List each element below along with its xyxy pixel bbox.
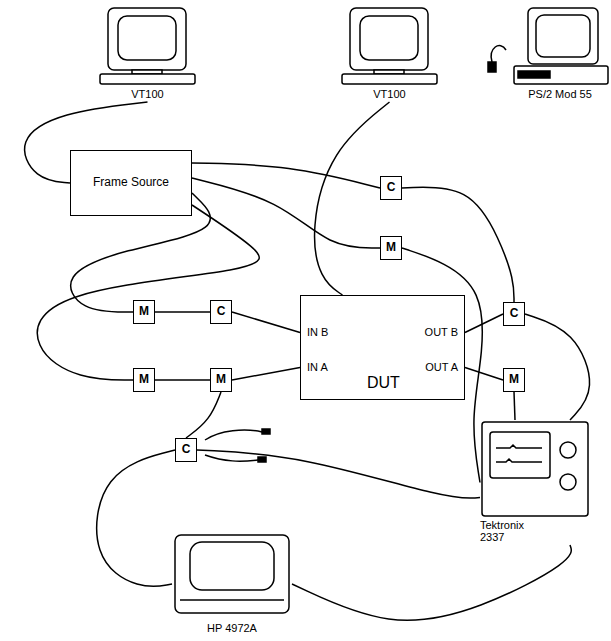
- cable: [186, 392, 221, 438]
- cable: [465, 314, 503, 333]
- cable-stub: [488, 46, 506, 72]
- tap-box: M: [210, 368, 232, 392]
- cable: [97, 450, 175, 586]
- cable: [37, 205, 259, 380]
- analyzer-drawing: [175, 535, 289, 613]
- node-text: M: [386, 241, 396, 255]
- node-text: M: [139, 373, 149, 387]
- node-text: IN A: [307, 361, 328, 374]
- tap-box: C: [380, 176, 402, 200]
- node-text: M: [139, 305, 149, 319]
- equipment-label-area: VT100: [100, 5, 195, 102]
- node-text: M: [216, 373, 226, 387]
- node-text: Frame Source: [93, 176, 169, 190]
- probe-lead: [205, 429, 270, 462]
- cable: [514, 392, 515, 420]
- equipment-label-area: VT100: [342, 5, 437, 102]
- node-text: C: [387, 181, 396, 195]
- node-text: C: [217, 305, 226, 319]
- node-text: M: [509, 373, 519, 387]
- tap-box: C: [175, 438, 197, 462]
- equipment-label: Tektronix 2337: [480, 519, 544, 544]
- node-text: C: [510, 307, 519, 321]
- cable: [465, 368, 503, 381]
- node-text: OUT B: [425, 326, 458, 339]
- tap-box: C: [503, 302, 525, 326]
- equipment-label-area: Tektronix 2337: [480, 420, 590, 545]
- equipment-label: VT100: [342, 88, 437, 101]
- tap-box: M: [133, 368, 155, 392]
- node-text: DUT: [367, 374, 400, 392]
- cable: [402, 187, 514, 302]
- cable: [232, 312, 300, 333]
- cable: [525, 314, 590, 420]
- cable: [197, 450, 480, 498]
- oscilloscope-drawing: [482, 422, 588, 516]
- cable: [155, 311, 210, 313]
- cable: [315, 102, 390, 295]
- device-under-test: IN B OUT B IN A OUT A DUT: [300, 295, 465, 400]
- equipment-label: PS/2 Mod 55: [512, 88, 608, 101]
- cable: [192, 178, 380, 248]
- equipment-label-area: PS/2 Mod 55: [512, 5, 608, 102]
- cable: [155, 379, 210, 381]
- node-text: OUT A: [425, 361, 458, 374]
- tap-box: M: [503, 368, 525, 392]
- tap-box: C: [210, 300, 232, 324]
- equipment-label-area: HP 4972A: [172, 532, 292, 636]
- equipment-label: HP 4972A: [172, 622, 292, 635]
- cable: [232, 368, 300, 381]
- tap-box: M: [380, 236, 402, 260]
- node-text: C: [182, 443, 191, 457]
- cable: [292, 545, 571, 620]
- tap-box: M: [133, 300, 155, 324]
- process-box: Frame Source: [70, 150, 192, 216]
- pc-drawing: [514, 8, 608, 84]
- terminal-drawing: [342, 8, 437, 84]
- equipment-label: VT100: [100, 88, 195, 101]
- terminal-drawing: [100, 8, 195, 84]
- cable: [192, 163, 380, 188]
- node-text: IN B: [307, 326, 328, 339]
